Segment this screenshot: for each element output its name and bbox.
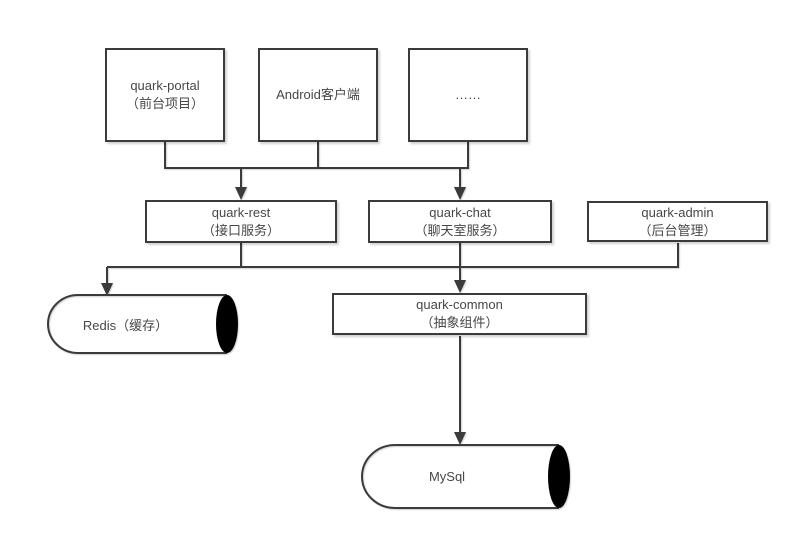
- mysql-cylinder-cap: [548, 445, 570, 508]
- cylinder-redis-label: Redis（缓存）: [82, 317, 169, 333]
- node-quark-common: quark-common （抽象组件）: [332, 293, 587, 335]
- arrowhead-to-redis: [101, 283, 113, 296]
- arrowhead-to-common: [454, 280, 466, 293]
- node-quark-chat-desc: （聊天室服务）: [414, 222, 506, 238]
- node-quark-rest: quark-rest （接口服务）: [145, 200, 337, 243]
- node-ellipsis-label: ……: [455, 87, 481, 102]
- node-quark-common-desc: （抽象组件）: [420, 315, 499, 330]
- node-ellipsis: ……: [408, 48, 528, 142]
- node-quark-chat: quark-chat （聊天室服务）: [368, 200, 552, 243]
- node-android-client-name: Android客户端: [276, 87, 360, 102]
- node-quark-admin-desc: （后台管理）: [638, 222, 717, 238]
- redis-cylinder-cap: [216, 295, 238, 353]
- node-quark-admin: quark-admin （后台管理）: [587, 201, 768, 242]
- node-quark-portal-desc: （前台项目）: [125, 96, 204, 111]
- mysql-cylinder-body: [361, 444, 559, 509]
- node-android-client: Android客户端: [258, 48, 378, 142]
- node-quark-rest-desc: （接口服务）: [201, 222, 280, 238]
- arrowhead-to-mysql: [454, 432, 466, 445]
- node-quark-portal: quark-portal （前台项目）: [105, 48, 225, 142]
- arrowhead-to-rest: [235, 187, 247, 200]
- node-quark-common-name: quark-common: [416, 297, 503, 312]
- node-quark-chat-name: quark-chat: [429, 204, 491, 220]
- redis-cylinder-body: [47, 294, 227, 354]
- cylinder-mysql-label: MySql: [428, 469, 466, 484]
- node-quark-rest-name: quark-rest: [211, 204, 271, 220]
- node-quark-admin-name: quark-admin: [641, 204, 714, 220]
- arrowhead-to-chat: [454, 187, 466, 200]
- node-quark-portal-name: quark-portal: [130, 78, 200, 93]
